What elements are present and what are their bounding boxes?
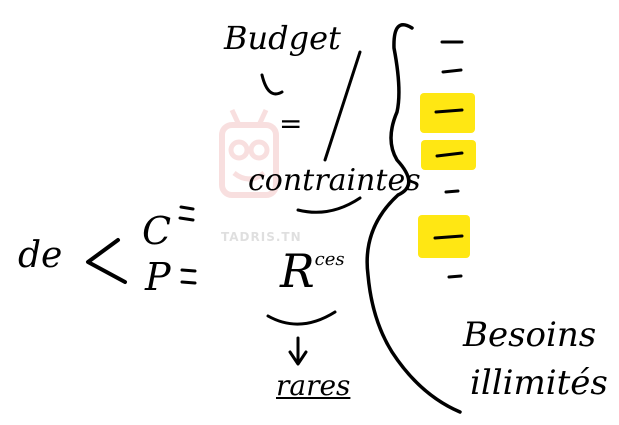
list-dashes [433, 40, 464, 279]
contraintes-label: contraintes [248, 163, 421, 198]
c-label: C [142, 209, 172, 253]
de-label: de [18, 235, 63, 276]
contraintes-underline [296, 196, 362, 214]
connector-line [323, 50, 362, 162]
rc-underline [266, 310, 337, 326]
r-ces-label: Rces [280, 248, 345, 294]
p-label: P [145, 255, 171, 299]
down-arrow [288, 336, 308, 366]
watermark-text: TADRIS.TN [221, 230, 302, 244]
rares-label: rares [276, 369, 351, 402]
r-letter: R [280, 244, 315, 298]
besoins-label: Besoins [463, 315, 597, 355]
r-superscript: ces [314, 249, 345, 270]
budget-hook [260, 73, 284, 96]
equals-sign: = [279, 107, 303, 140]
illimites-label: illimités [470, 363, 608, 403]
highlight-1 [420, 93, 475, 133]
budget-label: Budget [224, 19, 341, 57]
curly-brace [365, 23, 462, 414]
watermark-logo [219, 108, 279, 198]
equal-signs [178, 205, 197, 285]
less-than-sign [86, 238, 127, 284]
highlight-marks [418, 93, 476, 258]
